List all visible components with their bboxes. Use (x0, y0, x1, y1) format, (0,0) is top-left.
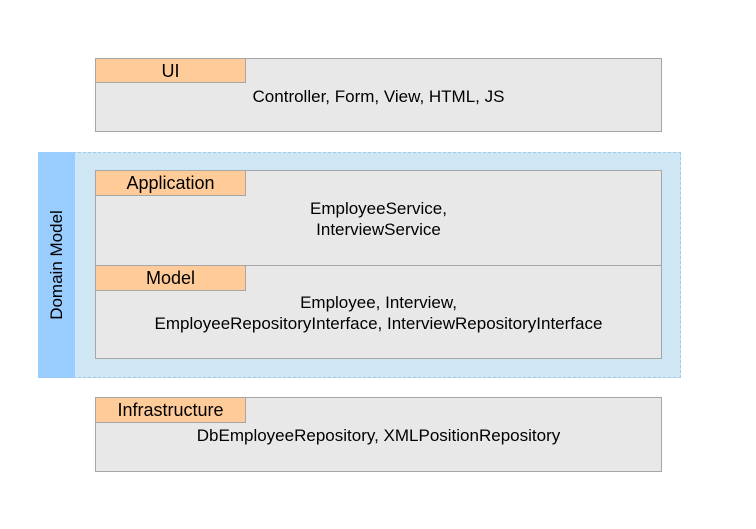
domain-model-bar (38, 152, 75, 378)
infrastructure-layer-contents-line: DbEmployeeRepository, XMLPositionReposit… (196, 426, 561, 445)
model-layer-contents-line: Employee, Interview, (300, 293, 457, 312)
ui-layer-tag: UI (95, 58, 246, 83)
model-layer-tag: Model (95, 265, 246, 291)
model-layer-contents-line: EmployeeRepositoryInterface, InterviewRe… (154, 314, 603, 333)
application-layer-tag: Application (95, 170, 246, 196)
ui-layer-contents: Controller, Form, View, HTML, JS (96, 86, 661, 107)
ui-layer-contents-line: Controller, Form, View, HTML, JS (252, 87, 505, 106)
domain-model-label: Domain Model (47, 210, 66, 320)
infrastructure-layer-contents: DbEmployeeRepository, XMLPositionReposit… (96, 425, 661, 446)
infrastructure-layer-tag: Infrastructure (95, 397, 246, 423)
application-layer-contents-line: EmployeeService, (309, 199, 447, 218)
application-layer-contents: EmployeeService, InterviewService (96, 198, 661, 240)
application-layer-contents-line: InterviewService (316, 220, 441, 239)
model-layer-contents: Employee, Interview, EmployeeRepositoryI… (96, 292, 661, 334)
ui-layer: Controller, Form, View, HTML, JS (95, 58, 662, 132)
